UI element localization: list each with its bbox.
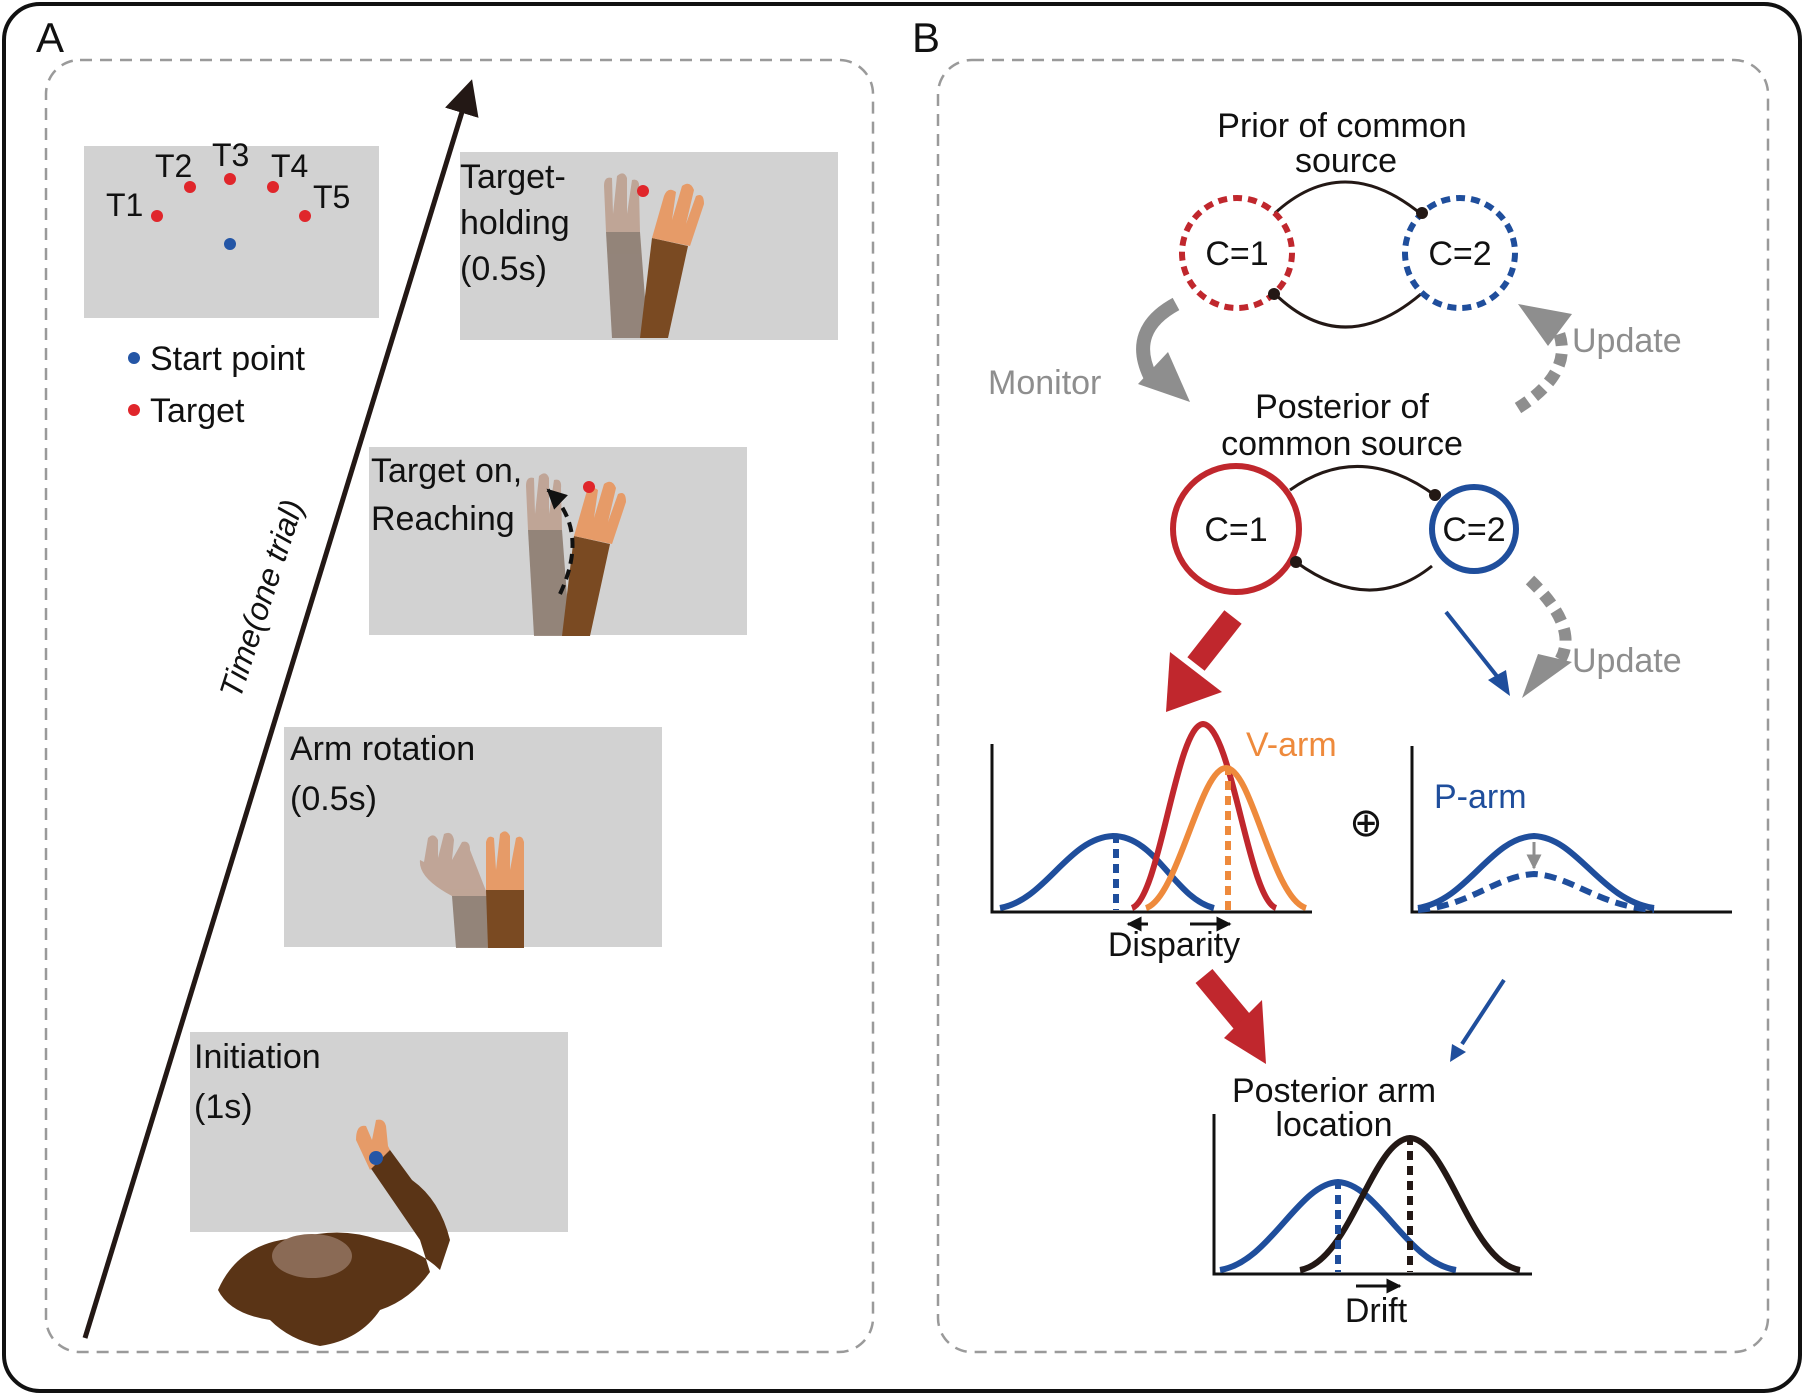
target-dot-t3: [224, 173, 236, 185]
v-arm-label: V-arm: [1246, 726, 1337, 764]
stage-reaching: Target on, Reaching: [369, 447, 747, 636]
arm-current-illustration: [640, 183, 704, 338]
posterior-arm-location-plot: Posterior arm location Drift: [1212, 1072, 1532, 1330]
posterior-connection-dot: [1429, 489, 1441, 501]
start-point-dot: [369, 1151, 383, 1165]
target-dot-t2: [184, 181, 196, 193]
update-arrow-posterior: Update: [1522, 575, 1682, 698]
disparity-label: Disparity: [1108, 926, 1240, 964]
target-dot: [583, 481, 595, 493]
stage-target-holding: Target- holding (0.5s): [460, 152, 838, 340]
p-arm-distribution-plot: P-arm: [1410, 746, 1732, 914]
red-weight-arrow-lower: [1195, 968, 1266, 1064]
panel-a-letter: A: [36, 14, 64, 61]
target-dot-t5: [299, 210, 311, 222]
drift-label: Drift: [1345, 1292, 1408, 1330]
stage-initiation: Initiation (1s): [190, 1032, 568, 1346]
panel-b-dashed-box: [936, 58, 1770, 1354]
blue-weight-arrow-upper: [1444, 610, 1510, 696]
p-arm-label: P-arm: [1434, 778, 1527, 816]
posterior-c2-label: C=2: [1442, 511, 1505, 549]
start-point-dot: [224, 238, 236, 250]
posterior-connection-dot: [1290, 556, 1302, 568]
panel-b-letter: B: [912, 14, 940, 61]
target-dot-t1: [151, 210, 163, 222]
posterior-network: Posterior of common source C=1 C=2: [1170, 388, 1519, 595]
prior-c1-label: C=1: [1205, 235, 1268, 273]
stage-label-line2: (1s): [194, 1088, 253, 1126]
legend-start-label: Start point: [150, 340, 306, 378]
reach-trajectory-arrow: [546, 488, 575, 595]
target-label-t3: T3: [212, 137, 249, 173]
arm-ghost-illustration: [604, 173, 648, 338]
posterior-title-line1: Posterior of: [1255, 388, 1429, 426]
monkey-illustration: [218, 1119, 450, 1346]
stage-label-line3: (0.5s): [460, 250, 547, 288]
posterior-c1-label: C=1: [1204, 511, 1267, 549]
combine-operator: ⊕: [1349, 801, 1383, 845]
prior-title-line1: Prior of common: [1217, 107, 1466, 145]
arm-ghost-illustration: [419, 832, 490, 948]
target-label-t4: T4: [271, 148, 308, 184]
prior-title-line2: source: [1295, 142, 1397, 180]
targets-legend: Start point Target: [128, 340, 306, 430]
blue-weight-arrow-lower: [1450, 978, 1506, 1062]
stage-label-line1: Target-: [460, 158, 566, 196]
v-arm-distribution-plot: V-arm Disparity: [990, 720, 1337, 964]
red-weight-arrow-upper: [1166, 610, 1242, 712]
update-label-posterior: Update: [1572, 642, 1682, 680]
update-label-prior: Update: [1572, 322, 1682, 360]
monitor-arrow: Monitor: [988, 297, 1190, 402]
target-label-t5: T5: [313, 179, 350, 215]
plot-axes: [1212, 1114, 1532, 1276]
stage-label-line2: (0.5s): [290, 780, 377, 818]
p-arm-updated-curve: [1417, 870, 1655, 913]
stage-label-line1: Initiation: [194, 1038, 321, 1076]
stage-label-line2: Reaching: [371, 500, 515, 538]
posterior-node-c2: [1429, 484, 1519, 574]
panel-b: B Prior of common source C=1 C=2 Monitor…: [912, 14, 1770, 1354]
prior-network: Prior of common source C=1 C=2: [1179, 107, 1518, 329]
arm-ghost-illustration: [526, 473, 570, 636]
panel-a: A Time(one trial) T1 T2 T3 T4 T5 Start p…: [36, 14, 875, 1354]
final-title-line2: location: [1275, 1106, 1392, 1144]
stage-arm-rotation: Arm rotation (0.5s): [284, 727, 662, 948]
target-label-t2: T2: [155, 148, 192, 184]
prior-node-c2: [1402, 195, 1518, 311]
prior-c2-label: C=2: [1428, 235, 1491, 273]
prior-connection-dot: [1416, 207, 1428, 219]
stage-label-line1: Arm rotation: [290, 730, 475, 768]
legend-start-swatch: [128, 352, 140, 364]
prior-top-connection: [1272, 180, 1422, 216]
plot-axes: [1410, 746, 1732, 914]
final-title-line1: Posterior arm: [1232, 1072, 1436, 1110]
panel-a-dashed-box: [44, 58, 875, 1354]
targets-map: T1 T2 T3 T4 T5: [84, 137, 379, 318]
stage-label-line1: Target on,: [371, 452, 522, 490]
legend-target-label: Target: [150, 392, 245, 430]
arm-current-illustration: [562, 481, 626, 636]
prior-node-c1: [1179, 195, 1295, 311]
target-label-t1: T1: [106, 187, 143, 223]
posterior-top-connection: [1289, 464, 1437, 498]
update-arrow-prior: Update: [1514, 304, 1682, 414]
legend-target-swatch: [128, 404, 140, 416]
target-dot-t4: [267, 181, 279, 193]
arm-current-illustration: [486, 831, 524, 948]
posterior-bottom-connection: [1295, 560, 1433, 592]
fused-posterior-curve: [1130, 720, 1278, 911]
monitor-label: Monitor: [988, 364, 1101, 402]
posterior-node-c1: [1170, 463, 1302, 595]
target-dot: [637, 185, 649, 197]
posterior-title-line2: common source: [1221, 425, 1463, 463]
plot-axes: [990, 744, 1312, 914]
p-arm-prior-curve: [1417, 832, 1655, 911]
prior-connection-dot: [1268, 288, 1280, 300]
stage-label-line2: holding: [460, 204, 570, 242]
prior-bottom-connection: [1273, 292, 1422, 329]
time-axis-arrow: [82, 79, 479, 1339]
